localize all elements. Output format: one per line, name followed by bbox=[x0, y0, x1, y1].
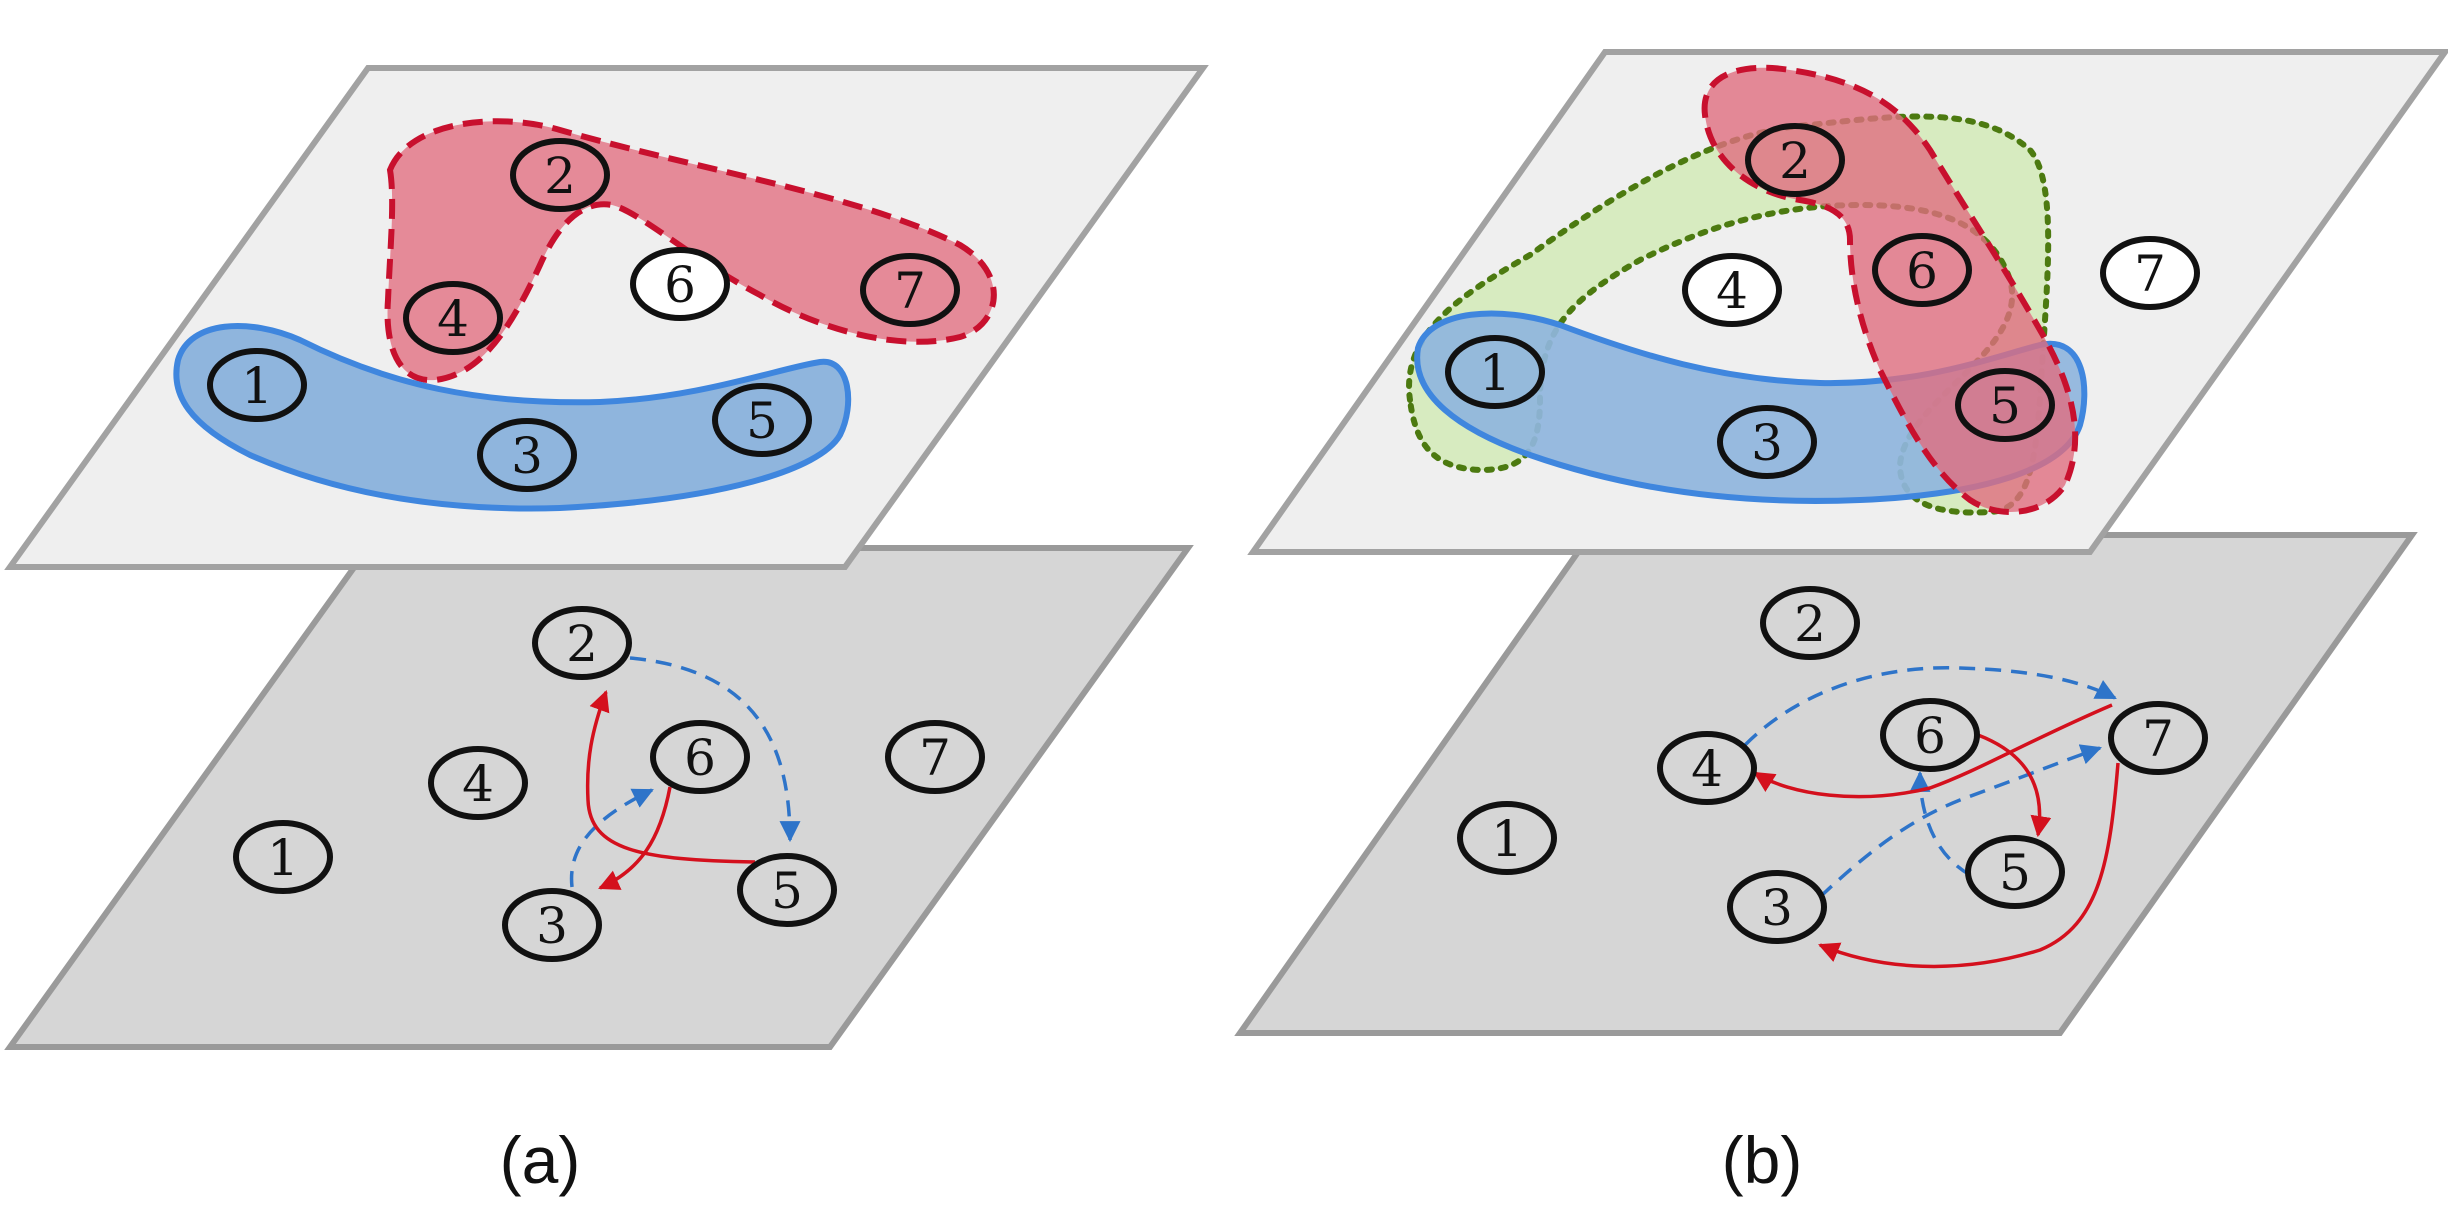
node-label: 6 bbox=[1914, 707, 1946, 765]
node-label: 3 bbox=[1751, 414, 1783, 472]
node-label: 1 bbox=[1491, 810, 1523, 868]
panel-a-caption: (a) bbox=[500, 1123, 581, 1197]
panel-b-edge-3-to-7 bbox=[1818, 744, 2102, 899]
node-label: 7 bbox=[2142, 710, 2174, 768]
panel-b-upper-node-3: 3 bbox=[1717, 405, 1817, 479]
panel-b-upper-node-1: 1 bbox=[1445, 335, 1545, 409]
panel-a-upper-node-6: 6 bbox=[630, 247, 730, 321]
panel-b-edge-6-to-5 bbox=[1977, 733, 2052, 838]
node-label: 6 bbox=[1906, 242, 1938, 300]
panel-b-lower-node-2: 2 bbox=[1760, 586, 1860, 660]
panel-b-edge-7-to-3 bbox=[1818, 762, 2120, 969]
node-label: 4 bbox=[1691, 740, 1723, 798]
node-label: 5 bbox=[1989, 377, 2021, 435]
panel-b-lower-plane bbox=[1234, 532, 2418, 1036]
panel-a-upper-node-4: 4 bbox=[403, 281, 503, 355]
panel-b-upper-node-6: 6 bbox=[1872, 233, 1972, 307]
node-label: 3 bbox=[1761, 879, 1793, 937]
node-label: 1 bbox=[241, 357, 273, 415]
panel-b-edge-4-to-7 bbox=[1743, 666, 2117, 747]
node-label: 4 bbox=[462, 755, 494, 813]
panel-a: 2 4 6 7 1 3 5 2 6 4 7 1 5 3 (a) bbox=[4, 65, 1209, 1197]
node-label: 5 bbox=[746, 392, 778, 450]
panel-a-lower-node-5: 5 bbox=[737, 853, 837, 927]
panel-b-lower-node-4: 4 bbox=[1657, 731, 1757, 805]
panel-a-upper-node-1: 1 bbox=[207, 348, 307, 422]
node-label: 6 bbox=[684, 729, 716, 787]
node-label: 1 bbox=[267, 829, 299, 887]
panel-b-lower-node-7: 7 bbox=[2108, 701, 2208, 775]
node-label: 3 bbox=[536, 897, 568, 955]
panel-a-lower-plane bbox=[4, 545, 1194, 1050]
node-label: 7 bbox=[894, 262, 926, 320]
node-label: 2 bbox=[544, 147, 576, 205]
panel-a-lower-node-7: 7 bbox=[885, 720, 985, 794]
panel-a-group-blue bbox=[173, 323, 852, 512]
panel-a-upper-node-2: 2 bbox=[510, 138, 610, 212]
node-label: 2 bbox=[1794, 595, 1826, 653]
panel-a-upper-node-5: 5 bbox=[712, 383, 812, 457]
panel-b-edge-5-to-6 bbox=[1909, 770, 1971, 877]
node-label: 5 bbox=[771, 862, 803, 920]
panel-a-edge-2-to-5 bbox=[629, 656, 801, 843]
panel-a-lower-node-1: 1 bbox=[233, 820, 333, 894]
panel-a-edge-5-to-2 bbox=[585, 690, 756, 864]
panel-b-upper-node-4: 4 bbox=[1682, 253, 1782, 327]
panel-b-upper-node-2: 2 bbox=[1745, 123, 1845, 197]
panel-b-lower-node-1: 1 bbox=[1457, 801, 1557, 875]
panel-a-lower-node-2: 2 bbox=[532, 606, 632, 680]
node-label: 7 bbox=[919, 729, 951, 787]
node-label: 3 bbox=[511, 427, 543, 485]
panel-b: 2 4 6 7 1 3 5 2 6 7 4 1 5 3 (b) bbox=[1234, 49, 2448, 1197]
panel-a-edge-3-to-6 bbox=[569, 788, 654, 888]
panel-b-lower-node-3: 3 bbox=[1727, 870, 1827, 944]
panel-b-lower-node-5: 5 bbox=[1965, 835, 2065, 909]
node-label: 2 bbox=[566, 615, 598, 673]
panel-b-edge-7-to-4 bbox=[1753, 703, 2113, 799]
node-label: 2 bbox=[1779, 132, 1811, 190]
panel-b-upper-node-7: 7 bbox=[2100, 236, 2200, 310]
node-label: 1 bbox=[1479, 344, 1511, 402]
panel-a-upper-node-3: 3 bbox=[477, 418, 577, 492]
panel-b-caption: (b) bbox=[1722, 1123, 1803, 1197]
panel-a-lower-node-6: 6 bbox=[650, 720, 750, 794]
node-label: 4 bbox=[437, 290, 469, 348]
panel-b-group-red bbox=[1701, 64, 2079, 515]
panel-a-lower-node-4: 4 bbox=[428, 746, 528, 820]
node-label: 7 bbox=[2134, 245, 2166, 303]
panel-a-lower-node-3: 3 bbox=[502, 888, 602, 962]
panel-b-upper-node-5: 5 bbox=[1955, 368, 2055, 442]
node-label: 6 bbox=[664, 256, 696, 314]
node-label: 4 bbox=[1716, 262, 1748, 320]
panel-b-lower-node-6: 6 bbox=[1880, 698, 1980, 772]
node-label: 5 bbox=[1999, 844, 2031, 902]
panel-a-upper-node-7: 7 bbox=[860, 253, 960, 327]
panel-a-edge-6-to-3 bbox=[598, 786, 672, 890]
